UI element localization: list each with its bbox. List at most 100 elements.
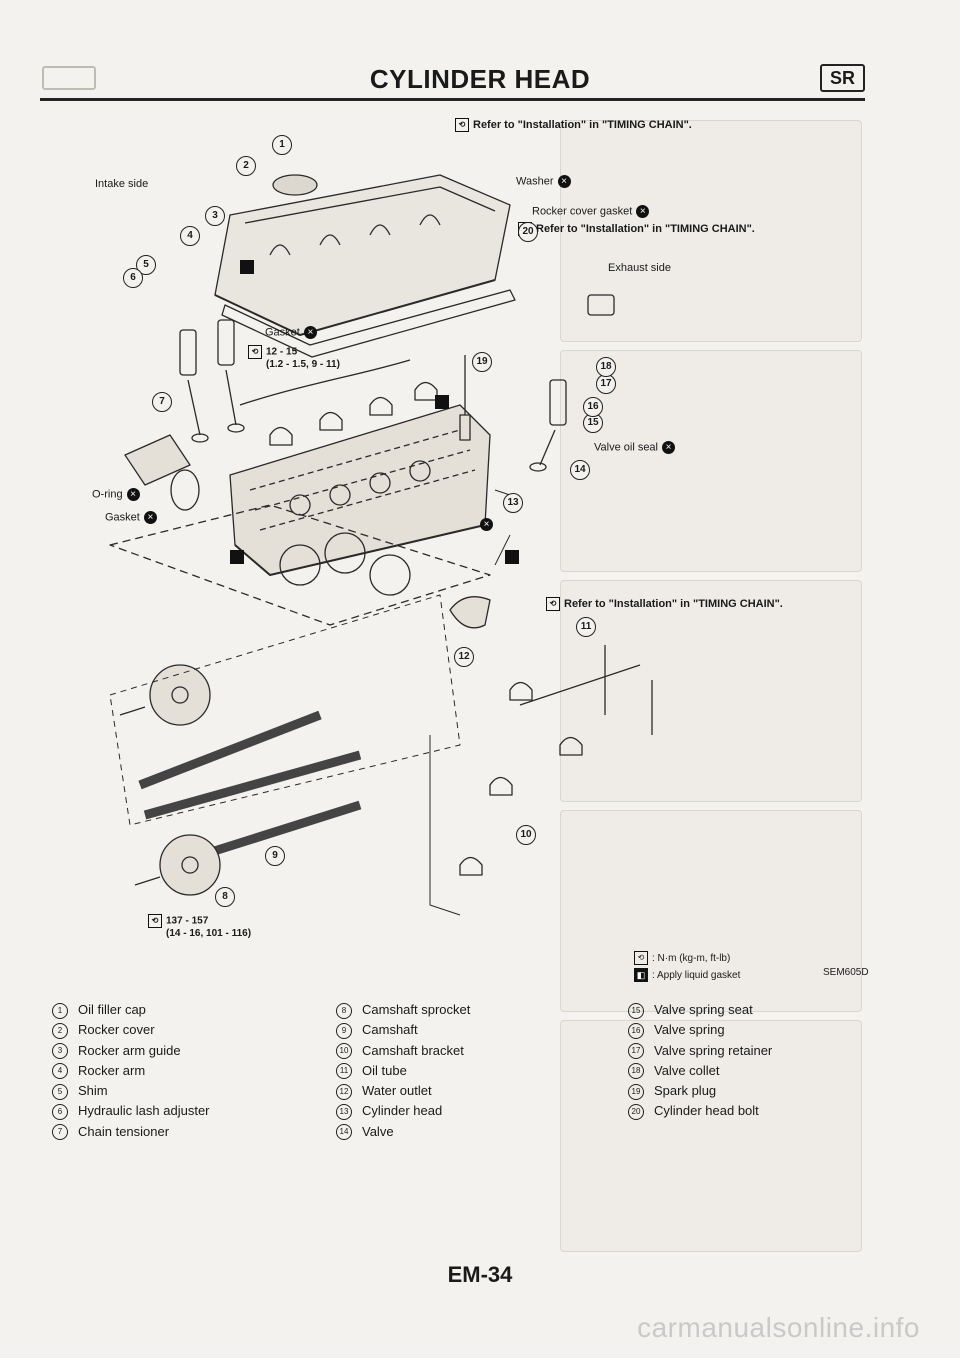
callout-13: 13 (503, 493, 523, 513)
callout-12: 12 (454, 647, 474, 667)
callout-4: 4 (180, 226, 200, 246)
torque-icon: ⟲ (248, 345, 262, 359)
non-reusable-icon: × (143, 511, 157, 524)
symbol-legend: ⟲: N·m (kg-m, ft-lb) ◧: Apply liquid gas… (634, 950, 740, 984)
faint-section-tag (42, 66, 96, 90)
label-washer: Washer× (516, 175, 571, 188)
chain-tensioner (124, 434, 191, 486)
callout-11: 11 (576, 617, 596, 637)
torque-icon: ⟲ (148, 914, 162, 928)
ghost-panel (560, 580, 862, 802)
exhaust-valve-stack (529, 294, 615, 472)
label-gasket-tensioner: Gasket× (105, 511, 157, 524)
head-gasket (109, 504, 491, 626)
camshaft-sprocket-upper (119, 664, 211, 726)
refer-note-top: ⟲Refer to "Installation" in "TIMING CHAI… (455, 118, 692, 132)
torque-icon: ⟲ (455, 118, 469, 132)
camshafts (109, 594, 461, 870)
callout-20: 20 (518, 222, 538, 242)
legend-liquid-gasket: ◧: Apply liquid gasket (634, 967, 740, 984)
label-intake-side: Intake side (95, 178, 149, 190)
camshaft-sprocket-lower (134, 834, 221, 896)
watermark-text: carmanualsonline.info (637, 1312, 920, 1343)
ghost-panel (560, 1020, 862, 1252)
torque-rocker-bolts: ⟲12 - 15(1.2 - 1.5, 9 - 11) (248, 345, 340, 371)
callout-17: 17 (596, 374, 616, 394)
callout-16: 16 (583, 397, 603, 417)
callout-2: 2 (236, 156, 256, 176)
label-rocker-cover-gasket: Rocker cover gasket× (532, 205, 650, 218)
cylinder-head (229, 404, 491, 576)
callout-19: 19 (472, 352, 492, 372)
figure-code: SEM605D (823, 967, 869, 978)
intake-valve-stack (179, 319, 245, 443)
exploded-view-diagram (109, 174, 653, 916)
liquid-gasket-icon: ◧ (634, 968, 648, 983)
rocker-cover-gasket (221, 289, 516, 358)
ghost-panel (560, 810, 862, 1012)
page-title: CYLINDER HEAD (369, 64, 591, 94)
legend-torque: ⟲: N·m (kg-m, ft-lb) (634, 950, 740, 967)
non-reusable-icon: × (303, 326, 317, 339)
torque-icon: ⟲ (546, 597, 560, 611)
callout-9: 9 (265, 846, 285, 866)
torque-sprocket-bolt: ⟲137 - 157(14 - 16, 101 - 116) (148, 914, 251, 940)
callout-10: 10 (516, 825, 536, 845)
oil-tube (239, 359, 411, 406)
spark-plug (459, 355, 471, 441)
non-reusable-icon: × (480, 518, 493, 531)
torque-icon: ⟲ (634, 951, 648, 966)
non-reusable-icon: × (557, 175, 571, 188)
callout-18: 18 (596, 357, 616, 377)
non-reusable-icon: × (662, 441, 675, 454)
callout-6: 6 (123, 268, 143, 288)
callout-8: 8 (215, 887, 235, 907)
o-ring-shape (170, 469, 200, 511)
non-reusable-icon: × (126, 488, 140, 501)
callout-14: 14 (570, 460, 590, 480)
rocker-cover (214, 174, 511, 336)
callout-1: 1 (272, 135, 292, 155)
ghost-panel (560, 120, 862, 342)
right-camshaft-brackets (459, 645, 653, 876)
section-tag: SR (819, 64, 865, 92)
label-valve-oil-seal: Valve oil seal× (594, 441, 675, 454)
non-reusable-icon: × (636, 205, 650, 218)
label-o-ring: O-ring× (92, 488, 140, 501)
label-gasket-cover: Gasket× (265, 326, 317, 339)
callout-7: 7 (152, 392, 172, 412)
label-exhaust-side: Exhaust side (608, 262, 671, 274)
callout-3: 3 (205, 206, 225, 226)
callout-5: 5 (136, 255, 156, 275)
water-outlet (449, 596, 491, 629)
header-rule (40, 98, 865, 101)
page-number: EM-34 (447, 1262, 513, 1287)
camshaft-brackets (269, 381, 438, 446)
refer-note-lower: ⟲Refer to "Installation" in "TIMING CHAI… (546, 597, 783, 611)
refer-note-middle: ⟲Refer to "Installation" in "TIMING CHAI… (518, 222, 755, 236)
oil-filler-cap (272, 174, 318, 196)
